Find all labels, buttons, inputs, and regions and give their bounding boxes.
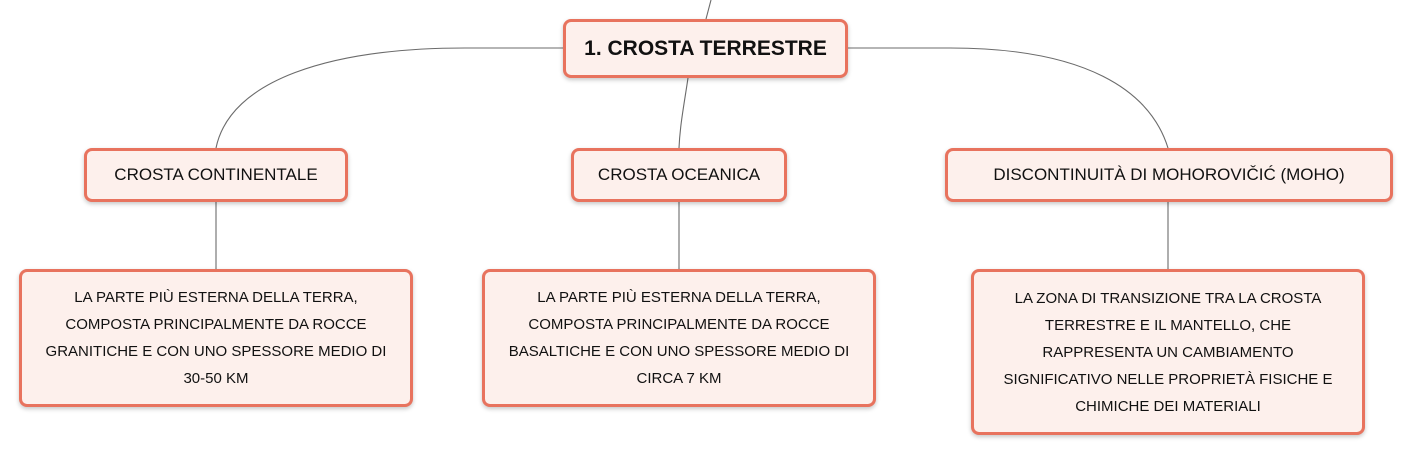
- description-node-moho[interactable]: LA ZONA DI TRANSIZIONE TRA LA CROSTA TER…: [971, 269, 1365, 435]
- topic-label: CROSTA OCEANICA: [597, 165, 761, 184]
- description-node-crosta-continentale[interactable]: LA PARTE PIÙ ESTERNA DELLA TERRA, COMPOS…: [19, 269, 413, 407]
- topic-node-crosta-continentale[interactable]: CROSTA CONTINENTALE: [84, 148, 348, 202]
- topic-label: CROSTA CONTINENTALE: [114, 165, 318, 184]
- description-node-crosta-oceanica[interactable]: LA PARTE PIÙ ESTERNA DELLA TERRA, COMPOS…: [482, 269, 876, 407]
- description-text: LA PARTE PIÙ ESTERNA DELLA TERRA, COMPOS…: [45, 289, 387, 387]
- connector-root-to-moho: [848, 47, 1169, 149]
- connector-parent-to-root: [705, 0, 712, 20]
- root-node-label: 1. CROSTA TERRESTRE: [584, 36, 827, 60]
- description-text: LA PARTE PIÙ ESTERNA DELLA TERRA, COMPOS…: [508, 289, 850, 387]
- root-node[interactable]: 1. CROSTA TERRESTRE: [563, 19, 848, 78]
- topic-node-moho[interactable]: DISCONTINUITÀ DI MOHOROVIČIĆ (MOHO): [945, 148, 1393, 202]
- description-text: LA ZONA DI TRANSIZIONE TRA LA CROSTA TER…: [1003, 289, 1333, 415]
- topic-label: DISCONTINUITÀ DI MOHOROVIČIĆ (MOHO): [993, 165, 1345, 184]
- connector-root-to-oceanic: [678, 77, 689, 149]
- connector-root-to-continental: [215, 47, 563, 149]
- topic-node-crosta-oceanica[interactable]: CROSTA OCEANICA: [571, 148, 787, 202]
